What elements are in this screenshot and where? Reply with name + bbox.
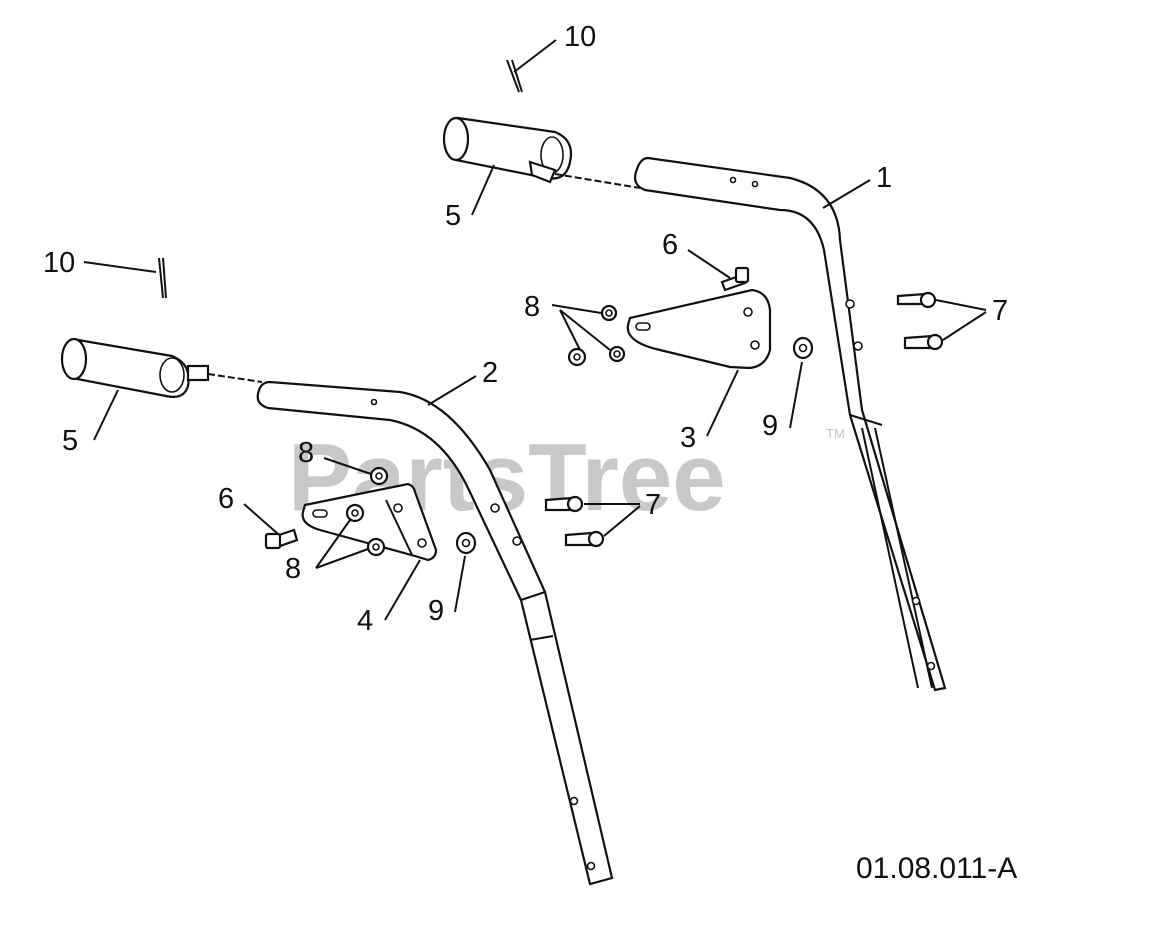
callout-10-upper: 10 (564, 21, 596, 53)
leader-9-right (789, 361, 803, 429)
callout-5-lower: 5 (62, 425, 78, 457)
callout-10-lower: 10 (43, 247, 75, 279)
nuts-left-part-8 (345, 466, 389, 557)
bracket-right-part-3 (626, 288, 772, 370)
leader-7-left-b (603, 505, 641, 537)
leader-1 (822, 179, 871, 209)
trademark-mark: TM (826, 426, 845, 441)
diagram-reference-code: 01.08.011-A (856, 852, 1017, 885)
washer-left-part-9 (455, 531, 477, 555)
leader-9-left (454, 555, 466, 613)
pin-lower-part-10 (158, 257, 167, 299)
bolt-right-part-6 (720, 266, 750, 292)
leader-7-right-b (942, 311, 987, 341)
leader-8-right-c (559, 309, 611, 351)
bolt-left-part-6 (264, 528, 299, 550)
callout-8-right: 8 (524, 291, 540, 323)
bolts-right-part-7 (896, 291, 944, 351)
leader-8-left-b (315, 548, 369, 569)
leader-8-right-b (559, 309, 581, 351)
callout-4: 4 (357, 605, 373, 637)
leader-8-right-a (551, 304, 602, 314)
callout-7-right: 7 (992, 295, 1008, 327)
leader-8-left-a (315, 519, 351, 569)
bracket-left-part-4 (301, 482, 438, 562)
leader-7-right-a (935, 299, 987, 311)
callout-8-left-bottom: 8 (285, 553, 301, 585)
leader-5-lower (93, 389, 119, 441)
leader-4 (384, 559, 421, 621)
callout-5-upper: 5 (445, 200, 461, 232)
washer-right-part-9 (792, 336, 814, 360)
leader-6-right (687, 249, 731, 279)
nuts-right-part-8 (567, 304, 626, 367)
callout-9-left: 9 (428, 595, 444, 627)
lower-handle-part-2 (256, 380, 614, 886)
callout-6-right: 6 (662, 229, 678, 261)
callout-6-left: 6 (218, 483, 234, 515)
callout-9-right: 9 (762, 410, 778, 442)
leader-2 (427, 375, 477, 406)
grip-upper-part-5 (442, 116, 641, 189)
callout-2: 2 (482, 357, 498, 389)
leader-8-left-top (323, 457, 372, 475)
callout-3: 3 (680, 422, 696, 454)
callout-1: 1 (876, 162, 892, 194)
leader-10-lower (83, 261, 157, 273)
upper-handle-part-1 (633, 156, 947, 692)
grip-lower-part-5 (60, 337, 263, 398)
leader-10-upper (513, 39, 557, 73)
leader-6-left (243, 503, 279, 535)
leader-3 (706, 369, 739, 437)
callout-7-left: 7 (645, 489, 661, 521)
callout-8-left-top: 8 (298, 437, 314, 469)
pin-upper-part-10 (506, 59, 523, 93)
leader-5-upper (471, 164, 495, 216)
bolts-left-part-7 (544, 495, 605, 548)
